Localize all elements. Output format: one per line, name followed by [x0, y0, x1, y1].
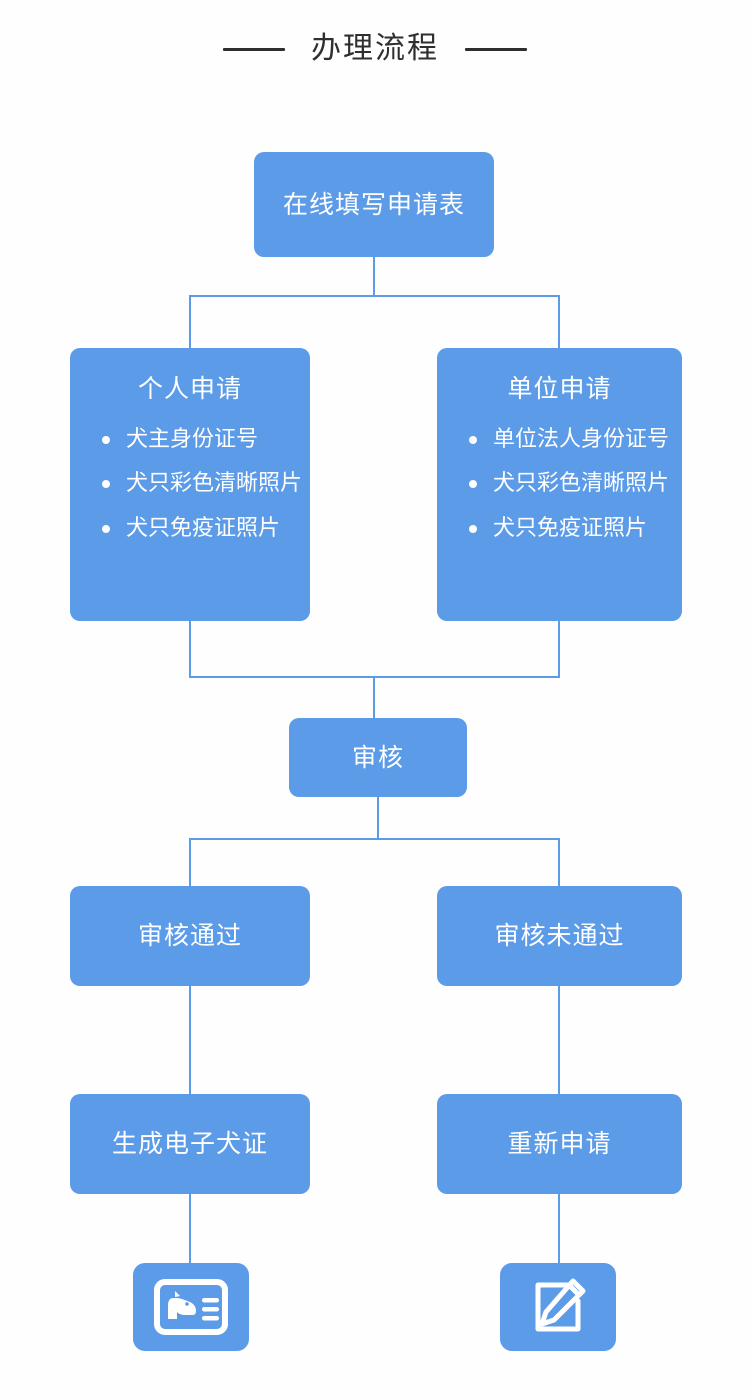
node-reapply[interactable]: 重新申请 [437, 1094, 682, 1194]
dog-id-card-tile[interactable] [133, 1263, 249, 1351]
connector-organization-down [558, 621, 560, 678]
page-title: 办理流程 [311, 32, 439, 65]
connector-review-down [377, 797, 379, 840]
list-item: 犬只免疫证照片 [467, 515, 682, 541]
list-item: 犬只彩色清晰照片 [100, 470, 310, 496]
connector-split-bar-top [189, 295, 560, 297]
node-review-approved[interactable]: 审核通过 [70, 886, 310, 986]
connector-approved-to-license [189, 986, 191, 1094]
node-label: 审核 [351, 743, 404, 772]
connector-merge-to-review [373, 676, 375, 718]
list-item: 犬只免疫证照片 [100, 515, 310, 541]
header-rule-left [223, 47, 285, 51]
branch-heading: 个人申请 [137, 375, 242, 403]
node-label: 重新申请 [507, 1130, 612, 1158]
node-generate-electronic-dog-license[interactable]: 生成电子犬证 [70, 1094, 310, 1194]
connector-to-personal [189, 295, 191, 348]
connector-personal-down [189, 621, 191, 678]
connector-to-rejected [558, 838, 560, 888]
connector-to-approved [189, 838, 191, 888]
organization-requirement-list: 单位法人身份证号 犬只彩色清晰照片 犬只免疫证照片 [437, 426, 682, 541]
node-personal-application[interactable]: 个人申请 犬主身份证号 犬只彩色清晰照片 犬只免疫证照片 [70, 348, 310, 621]
node-label: 生成电子犬证 [111, 1130, 268, 1158]
connector-reapply-to-icon [558, 1194, 560, 1263]
edit-pencil-icon [535, 1278, 586, 1332]
personal-requirement-list: 犬主身份证号 犬只彩色清晰照片 犬只免疫证照片 [70, 426, 310, 541]
node-label: 在线填写申请表 [282, 190, 465, 219]
list-item: 单位法人身份证号 [467, 426, 682, 452]
connector-to-organization [558, 295, 560, 348]
node-online-application-form[interactable]: 在线填写申请表 [254, 152, 494, 257]
connector-rejected-to-reapply [558, 986, 560, 1094]
header-rule-right [465, 47, 527, 51]
node-label: 审核未通过 [494, 922, 625, 950]
connector-license-to-icon [189, 1194, 191, 1263]
connector-start-down [373, 257, 375, 295]
list-item: 犬只彩色清晰照片 [467, 470, 682, 496]
dog-id-card-icon [154, 1279, 228, 1335]
diagram-header: 办理流程 [0, 34, 750, 64]
list-item: 犬主身份证号 [100, 426, 310, 452]
node-label: 审核通过 [137, 922, 242, 950]
node-review-rejected[interactable]: 审核未通过 [437, 886, 682, 986]
branch-heading: 单位申请 [507, 375, 612, 403]
edit-pencil-tile[interactable] [500, 1263, 616, 1351]
node-organization-application[interactable]: 单位申请 单位法人身份证号 犬只彩色清晰照片 犬只免疫证照片 [437, 348, 682, 621]
connector-outcome-bar [189, 838, 560, 840]
node-review[interactable]: 审核 [289, 718, 467, 797]
